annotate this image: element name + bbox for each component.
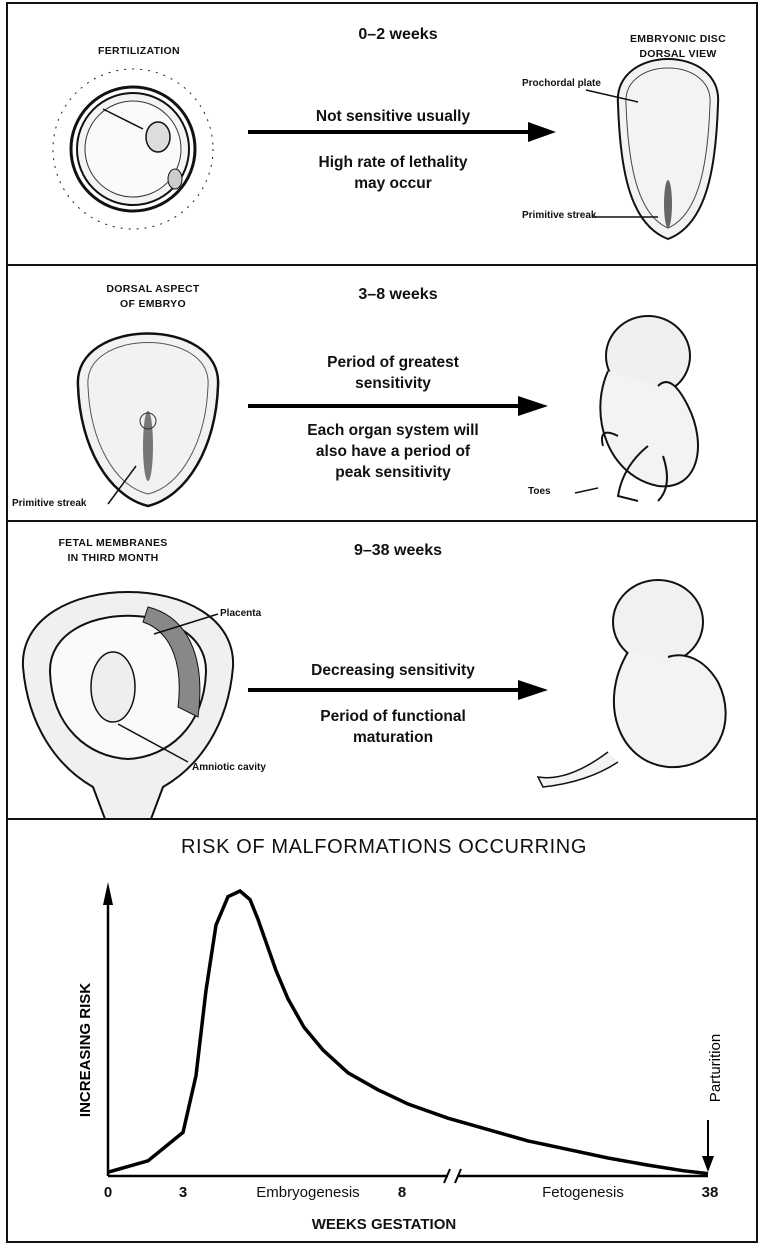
embryonic-disc-caption-line2: DORSAL VIEW (608, 47, 748, 62)
x-tick-38: 38 (698, 1184, 722, 1201)
message-greatest-line1: Period of greatest (258, 352, 528, 373)
risk-curve-line (108, 891, 708, 1174)
dorsal-embryo-illustration (78, 334, 218, 507)
fertilization-egg-illustration (53, 69, 213, 229)
fetal-membranes-illustration (23, 592, 233, 822)
message-maturation-line1: Period of functional (258, 706, 528, 727)
message-not-sensitive: Not sensitive usually (258, 106, 528, 127)
message-greatest-line2: sensitivity (258, 373, 528, 394)
x-tick-3: 3 (173, 1184, 193, 1201)
amniotic-cavity-label: Amniotic cavity (192, 762, 266, 773)
fetus-illustration (538, 580, 726, 787)
y-axis-label: INCREASING RISK (77, 983, 94, 1117)
parturition-arrowhead (702, 1156, 714, 1172)
message-maturation-line2: maturation (258, 727, 528, 748)
risk-chart-panel: RISK OF MALFORMATIONS OCCURRING INCREASI… (6, 818, 758, 1243)
fetal-membranes-caption-line2: IN THIRD MONTH (38, 551, 188, 566)
risk-chart: INCREASING RISK Parturition (8, 820, 760, 1245)
dorsal-aspect-caption-line1: DORSAL ASPECT (83, 282, 223, 297)
prochordal-plate-label: Prochordal plate (522, 78, 601, 89)
stage-panel-0-2-weeks: 0–2 weeks FERTILIZATION EMBRYONIC DISC D… (6, 2, 758, 266)
period-label: 9–38 weeks (333, 542, 463, 560)
stage-panel-3-8-weeks: 3–8 weeks DORSAL ASPECT OF EMBRYO Primit… (6, 264, 758, 522)
message-organ-line2: also have a period of (258, 441, 528, 462)
period-label: 0–2 weeks (338, 26, 458, 44)
primitive-streak-label: Primitive streak (12, 498, 87, 509)
placenta-label: Placenta (220, 608, 261, 619)
embryonic-disc-caption-line1: EMBRYONIC DISC (608, 32, 748, 47)
message-lethality-line1: High rate of lethality (258, 152, 528, 173)
arrow-head (518, 396, 548, 416)
x-tick-0: 0 (98, 1184, 118, 1201)
embryo-illustration (600, 316, 698, 501)
stage-panel-9-38-weeks: 9–38 weeks FETAL MEMBRANES IN THIRD MONT… (6, 520, 758, 820)
arrow-head (518, 680, 548, 700)
arrow-head (528, 122, 556, 142)
fetal-membranes-caption-line1: FETAL MEMBRANES (38, 536, 188, 551)
primitive-streak-label: Primitive streak (522, 210, 597, 221)
message-decreasing: Decreasing sensitivity (258, 660, 528, 681)
message-organ-line1: Each organ system will (258, 420, 528, 441)
message-organ-line3: peak sensitivity (258, 462, 528, 483)
toes-label: Toes (528, 486, 551, 497)
x-axis-label: WEEKS GESTATION (8, 1216, 760, 1233)
period-label: 3–8 weeks (338, 286, 458, 304)
y-axis-arrowhead (103, 882, 113, 905)
dorsal-aspect-caption-line2: OF EMBRYO (83, 297, 223, 312)
message-lethality-line2: may occur (258, 173, 528, 194)
region-embryogenesis: Embryogenesis (228, 1184, 388, 1201)
x-tick-8: 8 (392, 1184, 412, 1201)
embryonic-disc-illustration (618, 59, 718, 239)
region-fetogenesis: Fetogenesis (508, 1184, 658, 1201)
fertilization-caption: FERTILIZATION (98, 44, 180, 59)
parturition-annotation: Parturition (707, 1034, 724, 1102)
